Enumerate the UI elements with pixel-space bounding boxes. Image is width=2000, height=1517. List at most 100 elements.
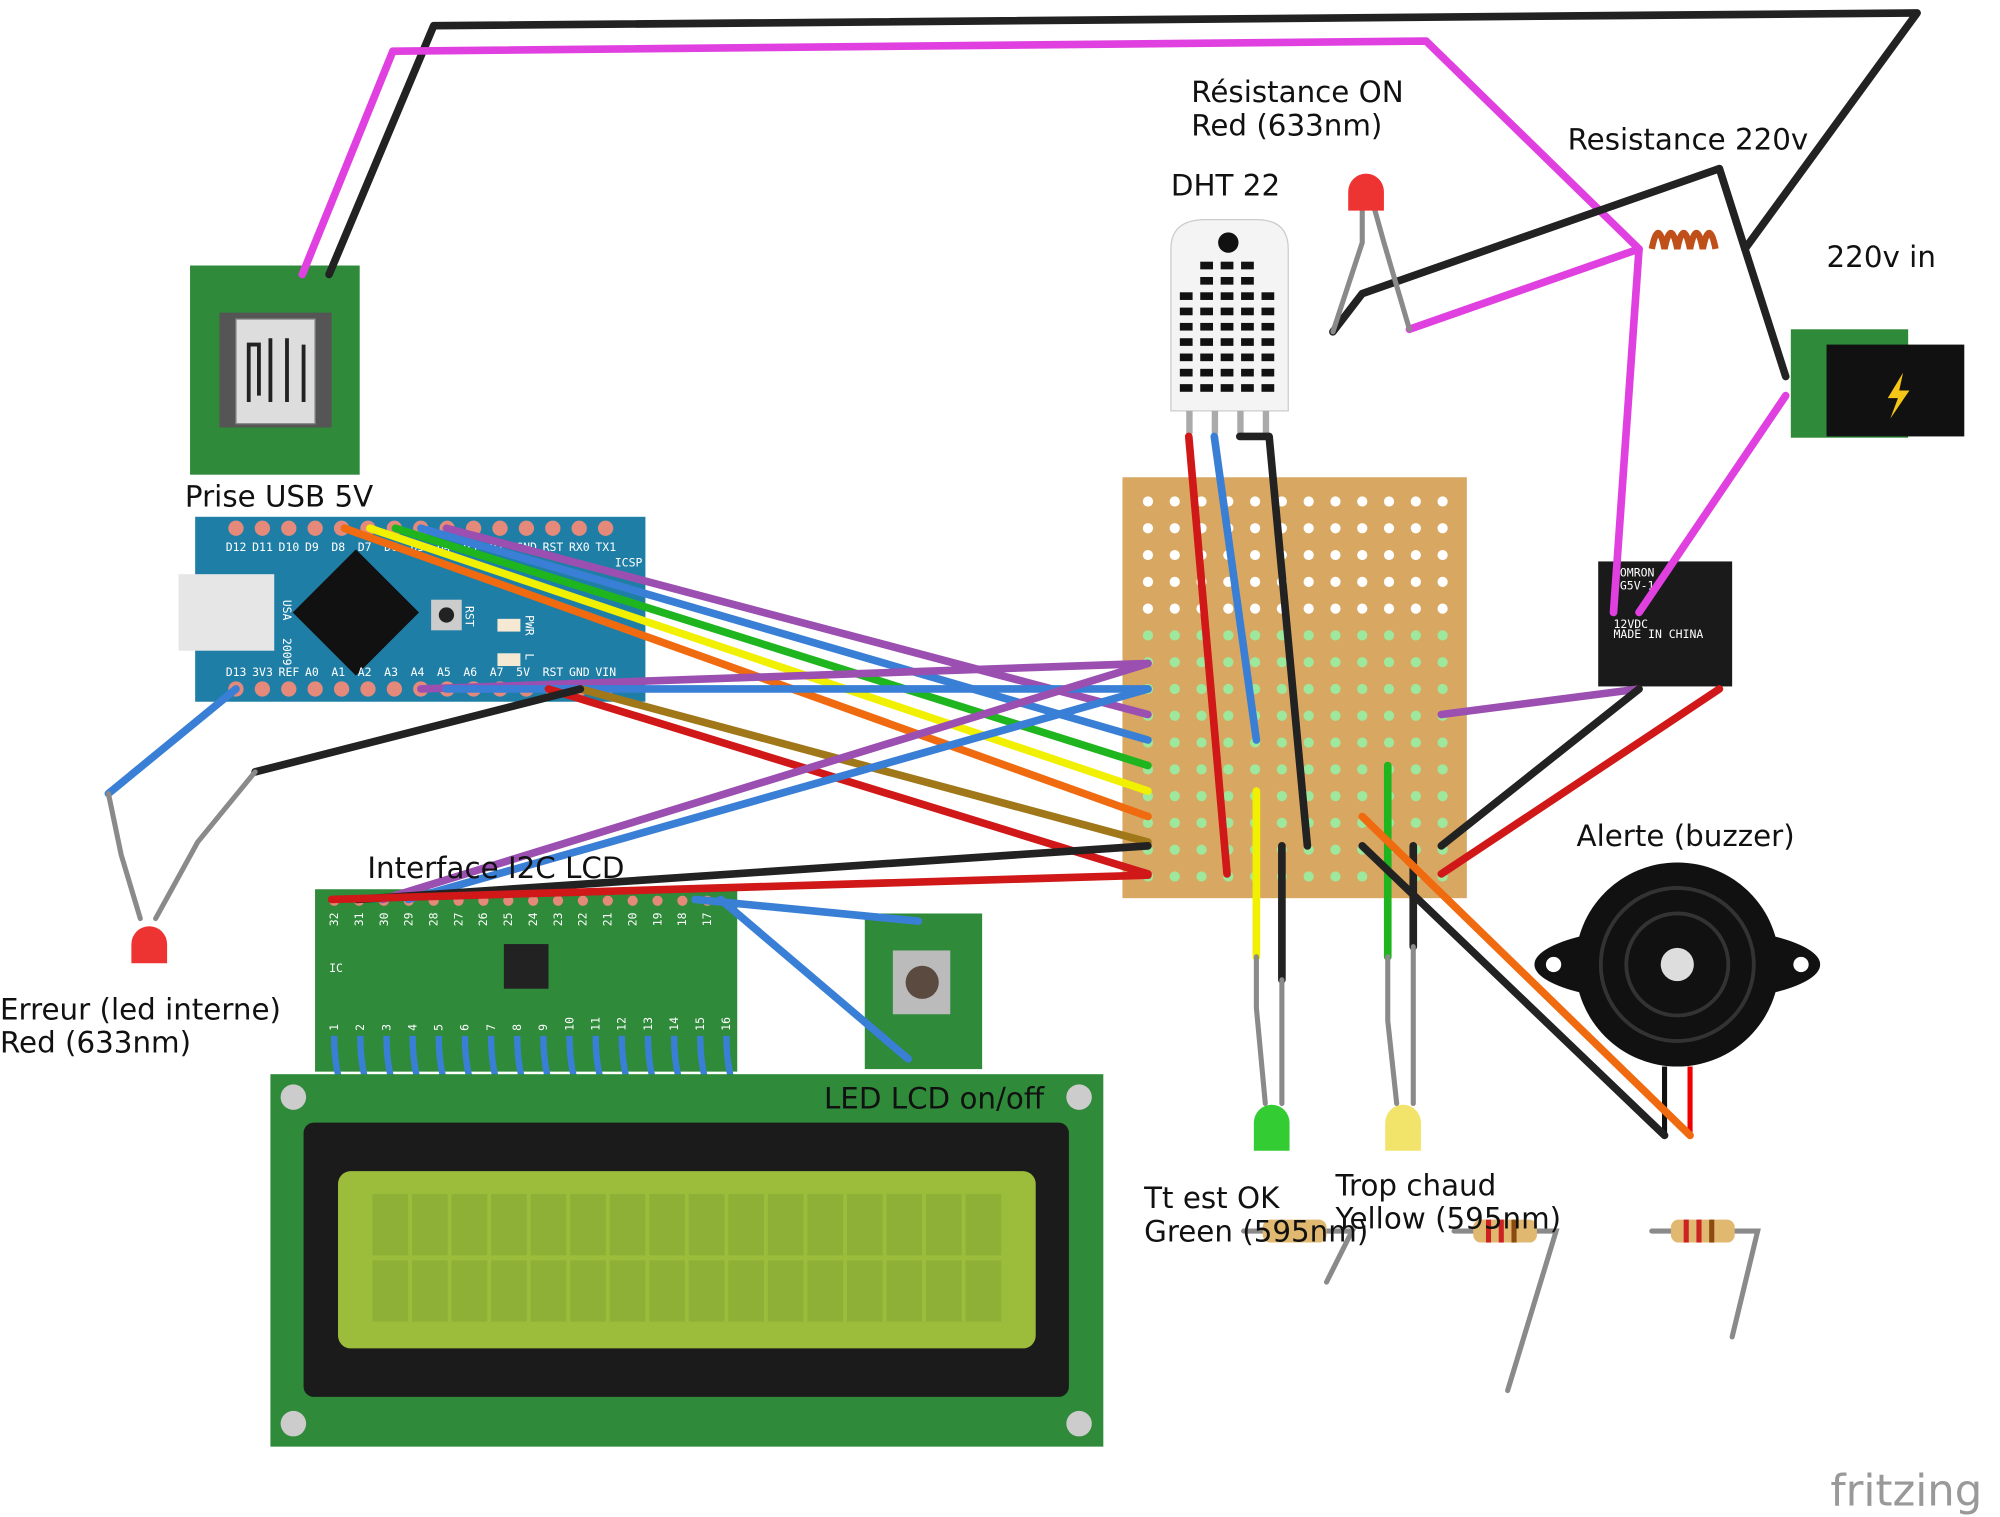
relay: OMRON G5V-1 12VDC MADE IN CHINA [1598,561,1733,687]
perfboard-hole [1437,791,1448,802]
fritzing-logo: fritzing [1830,1466,1982,1516]
dht-vent [1200,261,1214,270]
perfboard-hole [1276,764,1287,775]
lcd-character-cell [767,1194,804,1256]
lcd-character-cell [649,1194,685,1256]
perfboard-hole [1303,523,1314,534]
perfboard-hole [1383,710,1395,721]
perfboard-hole [1250,576,1261,587]
perfboard-hole [1303,549,1314,561]
arduino-pin-label: A0 [305,665,319,679]
wires [104,9,1921,1140]
i2c-pin-label: 10 [562,1017,576,1031]
dht-vent [1179,368,1193,377]
lcd-character-cell [926,1194,962,1256]
led-erreur-red [131,926,168,964]
dht-vent [1261,368,1275,377]
led-hot-yellow [1385,1104,1421,1151]
dht-vent [1200,322,1214,331]
arduino-pin-label: 5V [516,665,530,679]
perfboard-hole [1303,737,1314,748]
perfboard-hole [1437,496,1448,507]
perfboard-hole [1196,817,1207,829]
arduino-pin-label: A2 [358,665,372,679]
dht-vent [1179,307,1193,316]
perfboard-hole [1196,657,1207,668]
dht-vent [1261,307,1275,316]
dht-vent [1241,338,1254,346]
perfboard-hole [1303,576,1314,587]
perfboard-hole [1196,764,1207,775]
perfboard-hole [1410,603,1421,614]
i2c-pin-label: 26 [476,912,490,926]
perfboard-hole [1330,657,1341,668]
perfboard-hole [1250,657,1261,668]
perfboard-hole [1383,737,1395,748]
i2c-pin [652,895,663,906]
label-usb: Prise USB 5V [185,480,373,514]
perfboard-hole [1169,737,1180,748]
dht-vent [1261,338,1275,346]
arduino-pin-label: RX0 [569,540,590,554]
power-jack [1790,329,1965,438]
dht-vent [1241,292,1254,300]
resistors [1241,1219,1761,1394]
perfboard-hole [1410,764,1421,775]
perfboard-hole [1303,710,1314,721]
lcd-character-cell [451,1260,488,1322]
perfboard-hole [1169,817,1180,829]
perfboard-hole [1383,657,1395,668]
perfboard-hole [1223,603,1234,614]
perfboard-hole [1410,576,1421,587]
label-buzzer: Alerte (buzzer) [1577,819,1795,853]
dht-vent [1200,292,1214,300]
perfboard-hole [1410,657,1421,668]
perfboard-hole [1330,737,1341,748]
i2c-pin-label: 17 [700,912,714,926]
perfboard-hole [1276,683,1287,695]
perfboard-hole [1276,496,1287,507]
perfboard-hole [1410,549,1421,561]
arduino-pin-label: TX1 [595,540,616,554]
dht-vent [1261,322,1275,331]
i2c-pin-label: 28 [426,912,440,926]
perfboard-hole [1276,737,1287,748]
arduino-pin-label: D13 [226,665,247,679]
perfboard-hole [1276,710,1287,721]
perfboard-hole [1276,817,1287,829]
lcd-character-cell [570,1194,606,1256]
i2c-pin-label: 4 [405,1024,419,1031]
perfboard-hole [1330,630,1341,641]
perfboard-hole [1169,576,1180,587]
lcd-16x2 [270,1074,1104,1447]
arduino-pin-label: A1 [331,665,345,679]
i2c-pin-label: 31 [352,912,366,926]
perfboard-hole [1357,603,1368,614]
perfboard-hole [1357,791,1368,802]
perfboard-hole [1437,817,1448,829]
perfboard-hole [1142,576,1154,587]
i2c-pin-label: 24 [526,912,540,926]
label-ok: Tt est OK [1143,1181,1280,1215]
perfboard-hole [1410,496,1421,507]
lcd-character-cell [451,1194,488,1256]
i2c-pin-label: 12 [615,1017,629,1031]
lcd-character-cell [372,1194,409,1256]
arduino-side-text-usa: USA [280,600,294,621]
relay-text: 12VDC [1614,617,1649,631]
perfboard-hole [1276,657,1287,668]
label-erreur-color: Red (633nm) [0,1026,191,1060]
arduino-pin-label: RST [543,665,564,679]
label-ok-color: Green (595nm) [1144,1214,1368,1248]
i2c-pin-label: 20 [625,912,639,926]
dht22-sensor [1170,218,1289,434]
perfboard-hole [1169,871,1180,882]
arduino-pin [333,681,350,697]
arduino-pin-label: GND [569,665,590,679]
lcd-character-cell [649,1260,685,1322]
i2c-pin-label: 7 [484,1024,498,1031]
push-button-board[interactable] [864,913,983,1070]
perfboard-hole [1223,737,1234,748]
dht-vent [1220,353,1234,362]
lcd-character-cell [807,1260,844,1322]
